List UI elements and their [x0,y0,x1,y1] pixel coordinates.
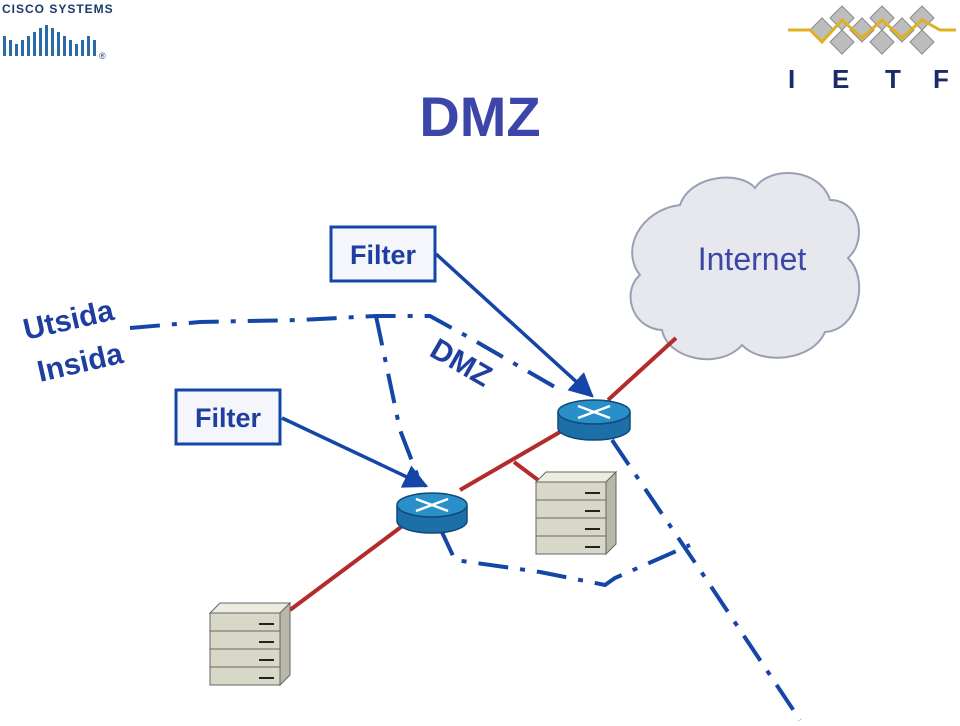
dmz-bottom-boundary [438,527,691,588]
dmz-server [534,470,618,556]
router-arrows-icon [577,404,611,420]
cisco-bridge-icon: ® [3,25,106,61]
boundary-lines [129,314,802,722]
ietf-letter-e: E [832,64,849,94]
ietf-letter-t: T [885,64,901,94]
ietf-letter-i: I [788,64,795,94]
inside-server [208,601,292,687]
filter-box-top: Filter [329,225,437,283]
filter-top-label: Filter [350,240,417,270]
utsida-insida-boundary [129,314,562,392]
registered-mark: ® [99,51,106,61]
ietf-letter-f: F [933,64,949,94]
cisco-logo: Cisco Systems ® [0,0,113,62]
ietf-logo: I E T F [788,5,956,94]
filter-left-arrow [281,416,429,488]
link-router-router [458,430,562,492]
dmz-zone-label: DMZ [425,332,498,393]
router-outer [557,399,631,441]
filter-top-arrow [434,252,594,398]
link-internet-router [606,336,678,402]
router-inner [396,492,468,534]
filter-box-left: Filter [174,388,282,446]
filter-left-label: Filter [195,403,262,433]
insida-label: Insida [34,337,126,389]
internet-cloud: Internet [629,172,861,361]
cisco-wordmark: Cisco Systems [2,2,114,16]
utsida-label: Utsida [20,294,117,347]
link-router-dmz-server [512,460,540,482]
dmz-right-boundary [610,438,802,722]
dmz-left-boundary [374,315,422,483]
page-title: DMZ [419,85,541,148]
link-router-inside-server [288,522,407,612]
internet-label: Internet [698,241,807,277]
router-arrows-icon [415,497,449,513]
network-links [288,336,678,612]
